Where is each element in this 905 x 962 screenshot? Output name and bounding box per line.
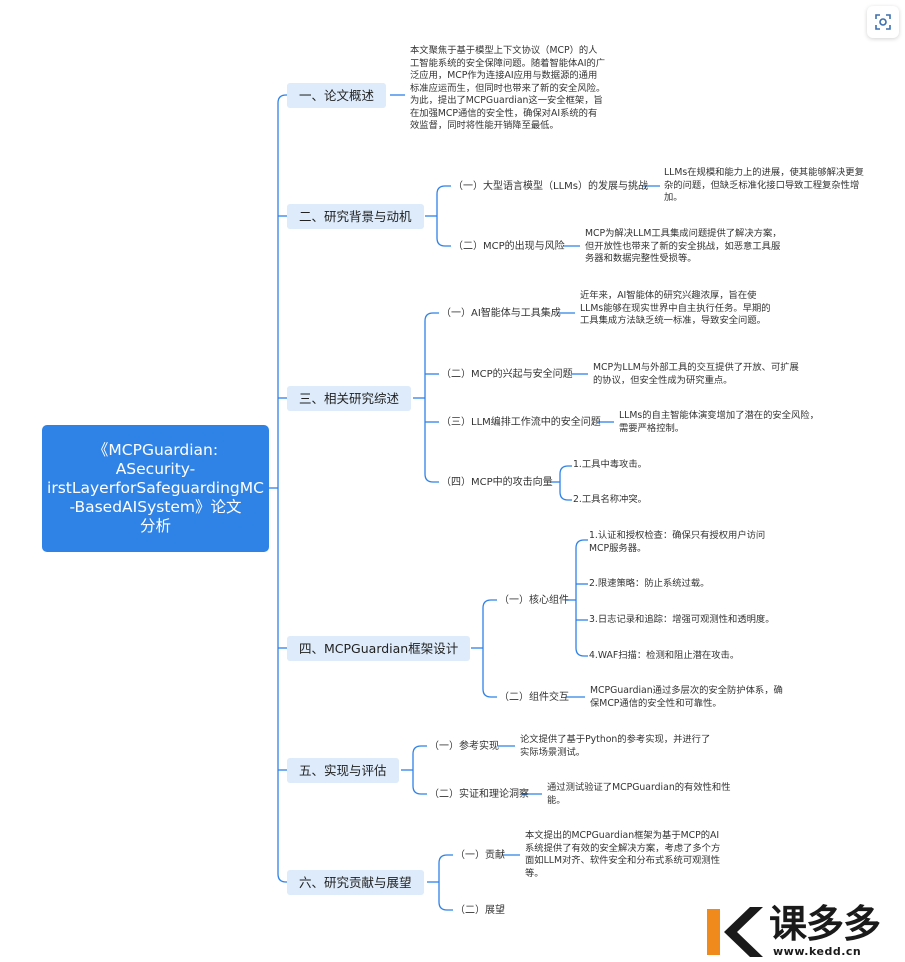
connector-branch xyxy=(436,237,451,247)
sub-contribution-desc: 本文提出的MCPGuardian框架为基于MCP的AI系统提供了有效的安全解决方… xyxy=(525,830,721,879)
connector-branch xyxy=(436,185,451,195)
connector-branch xyxy=(482,688,497,698)
sub-interaction-desc: MCPGuardian通过多层次的安全防护体系，确保MCP通信的安全性和可靠性。 xyxy=(590,685,783,709)
kedd-logo: 课多多 www.kedd.cn xyxy=(705,901,905,962)
scan-button[interactable] xyxy=(867,6,899,38)
connector-branch xyxy=(277,94,287,104)
sub-llm-challenges-desc: LLMs在规模和能力上的进展，使其能够解决更复杂的问题，但缺乏标准化接口导致工程… xyxy=(664,167,864,203)
kedd-logo-icon xyxy=(707,907,763,957)
core-component-item: 3.日志记录和追踪：增强可观测性和透明度。 xyxy=(589,614,775,625)
connector-branch xyxy=(438,854,453,864)
section-overview-desc: 本文聚焦于基于模型上下文协议（MCP）的人工智能系统的安全保障问题。随着智能体A… xyxy=(410,45,606,131)
sub-node-core-components[interactable]: （一）核心组件 xyxy=(499,595,569,606)
connector-branch xyxy=(559,491,572,501)
logo-brand: 课多多 xyxy=(769,902,881,946)
sub-node-attack-vectors[interactable]: （四）MCP中的攻击向量 xyxy=(441,477,553,488)
sub-node-llm-challenges[interactable]: （一）大型语言模型（LLMs）的发展与挑战 xyxy=(453,181,648,192)
section-node-implementation[interactable]: 五、实现与评估 xyxy=(287,758,399,783)
sub-mcp-security-desc: MCP为LLM与外部工具的交互提供了开放、可扩展的协议，但安全性成为研究重点。 xyxy=(593,362,799,386)
sub-node-reference-impl[interactable]: （一）参考实现 xyxy=(429,741,499,752)
connector-branch xyxy=(575,647,588,657)
sub-node-orchestration[interactable]: （三）LLM编排工作流中的安全问题 xyxy=(441,417,601,428)
sub-insights-desc: 通过测试验证了MCPGuardian的有效性和性能。 xyxy=(547,782,731,806)
core-component-item: 1.认证和授权检查：确保只有授权用户访问MCP服务器。 xyxy=(589,530,766,554)
sub-node-mcp-risks[interactable]: （二）MCP的出现与风险 xyxy=(453,241,565,252)
root-title-line: -BasedAISystem》论文 xyxy=(69,498,242,516)
sub-node-outlook[interactable]: （二）展望 xyxy=(455,905,505,916)
root-title-line: 《MCPGuardian: xyxy=(92,441,219,459)
sub-reference-impl-desc: 论文提供了基于Python的参考实现，并进行了实际场景测试。 xyxy=(520,734,711,758)
connector-branch xyxy=(438,901,453,911)
attack-vector-item: 1.工具中毒攻击。 xyxy=(573,459,647,470)
section-node-framework[interactable]: 四、MCPGuardian框架设计 xyxy=(287,636,471,661)
attack-vector-item: 2.工具名称冲突。 xyxy=(573,494,647,505)
logo-url: www.kedd.cn xyxy=(773,945,862,958)
core-component-item: 4.WAF扫描：检测和阻止潜在攻击。 xyxy=(589,650,740,661)
root-title-line: 分析 xyxy=(139,517,171,535)
core-component-item: 2.限速策略：防止系统过载。 xyxy=(589,578,710,589)
section-node-related-work[interactable]: 三、相关研究综述 xyxy=(287,386,412,411)
sub-node-mcp-security[interactable]: （二）MCP的兴起与安全问题 xyxy=(441,369,573,380)
connector-branch xyxy=(424,312,439,322)
sub-mcp-risks-desc: MCP为解决LLM工具集成问题提供了解决方案，但开放性也带来了新的安全挑战，如恶… xyxy=(585,228,782,264)
connector-branch xyxy=(277,873,287,883)
section-node-overview[interactable]: 一、论文概述 xyxy=(287,83,387,108)
sub-orchestration-desc: LLMs的自主智能体演变增加了潜在的安全风险，需要严格控制。 xyxy=(619,410,819,434)
scan-icon xyxy=(875,14,891,30)
connector-branch xyxy=(575,539,588,549)
root-title-line: ASecurity- xyxy=(115,460,196,478)
section-node-background[interactable]: 二、研究背景与动机 xyxy=(287,204,424,229)
connector-branch xyxy=(559,465,572,475)
root-title-line: irstLayerforSafeguardingMC xyxy=(47,479,264,497)
connector-branch xyxy=(412,785,427,795)
sub-node-insights[interactable]: （二）实证和理论洞察 xyxy=(429,789,529,800)
sub-node-contribution[interactable]: （一）贡献 xyxy=(455,850,505,861)
connector-branch xyxy=(424,473,439,483)
connector-branch xyxy=(412,745,427,755)
root-node[interactable]: 《MCPGuardian: ASecurity- irstLayerforSaf… xyxy=(42,425,269,552)
sub-agents-tools-desc: 近年来，AI智能体的研究兴趣浓厚，旨在使LLMs能够在现实世界中自主执行任务。早… xyxy=(580,290,771,326)
sub-node-interaction[interactable]: （二）组件交互 xyxy=(499,692,569,703)
section-node-contributions[interactable]: 六、研究贡献与展望 xyxy=(287,870,424,895)
connector-branch xyxy=(482,599,497,609)
sub-node-agents-tools[interactable]: （一）AI智能体与工具集成 xyxy=(441,308,561,319)
